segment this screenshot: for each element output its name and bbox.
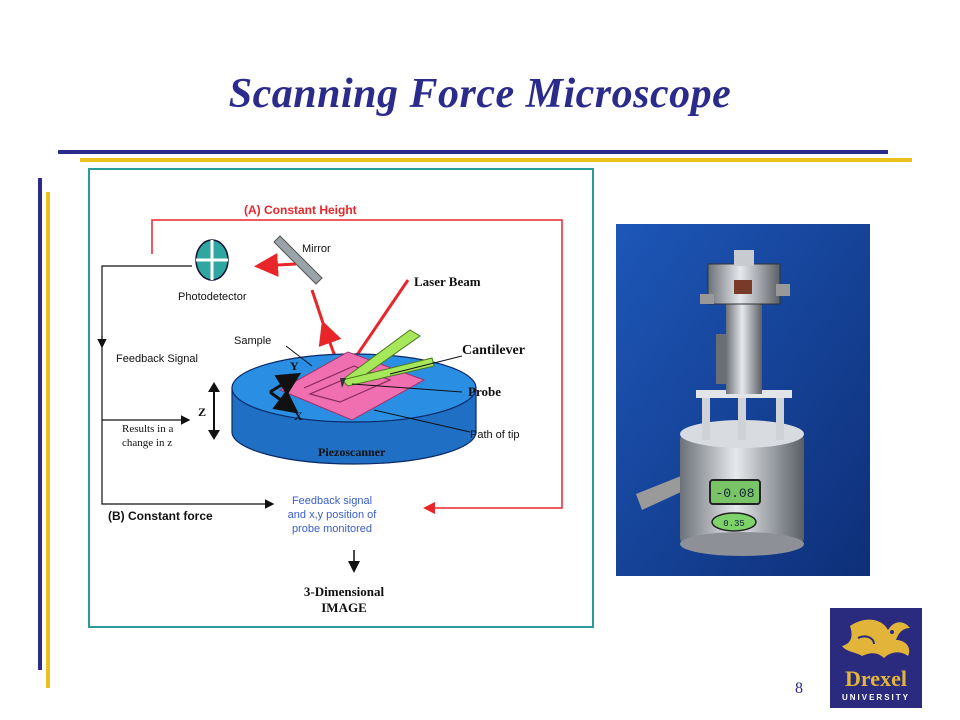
photo-display-main: -0.08 [715, 486, 754, 501]
drexel-logo: Drexel UNIVERSITY [830, 608, 922, 708]
label-results-1: Results in a [122, 423, 173, 435]
label-image-1: 3-Dimensional [304, 584, 385, 599]
label-constant-height: (A) Constant Height [244, 203, 357, 217]
label-z: Z [198, 405, 206, 419]
sfm-diagram: (A) Constant Height Mirror Photodetector… [88, 168, 594, 628]
pointer-lines [285, 345, 471, 433]
label-feedback-signal: Feedback Signal [116, 353, 198, 365]
label-image-2: IMAGE [321, 600, 367, 615]
label-laser-beam: Laser Beam [414, 274, 481, 289]
label-piezoscanner: Piezoscanner [318, 445, 386, 459]
microscope-photo: -0.08 0.35 [616, 224, 870, 576]
label-cantilever: Cantilever [462, 343, 525, 358]
xyz-axes [208, 372, 302, 440]
title-rule-gold [80, 158, 912, 162]
label-results-2: change in z [122, 437, 172, 449]
label-x: X [294, 409, 303, 423]
label-monitor-1: Feedback signal [292, 495, 372, 507]
mirror [273, 235, 323, 285]
logo-wordmark: Drexel [845, 666, 907, 691]
left-bar-gold [46, 192, 50, 688]
label-monitor-2: and x,y position of [288, 509, 378, 521]
label-photodetector: Photodetector [178, 291, 247, 303]
photo-display-small: 0.35 [723, 519, 745, 529]
label-constant-force: (B) Constant force [108, 509, 213, 523]
constant-height-loop [151, 219, 563, 514]
page-number: 8 [795, 680, 803, 697]
photodetector-icon [195, 239, 229, 281]
constant-force-loop [97, 265, 275, 509]
label-probe: Probe [468, 384, 501, 399]
slide-title: Scanning Force Microscope [228, 71, 732, 117]
cantilever [340, 329, 435, 387]
label-y: Y [290, 359, 299, 373]
logo-subtext: UNIVERSITY [842, 693, 910, 702]
label-monitor-3: probe monitored [292, 523, 372, 535]
probe-tip [340, 378, 346, 388]
sfm-diagram-svg: (A) Constant Height Mirror Photodetector… [97, 203, 563, 615]
left-bar-blue [38, 178, 42, 670]
title-rule-blue [58, 150, 888, 154]
label-mirror: Mirror [302, 243, 331, 255]
label-path-of-tip: Path of tip [470, 429, 520, 441]
label-sample: Sample [234, 335, 271, 347]
